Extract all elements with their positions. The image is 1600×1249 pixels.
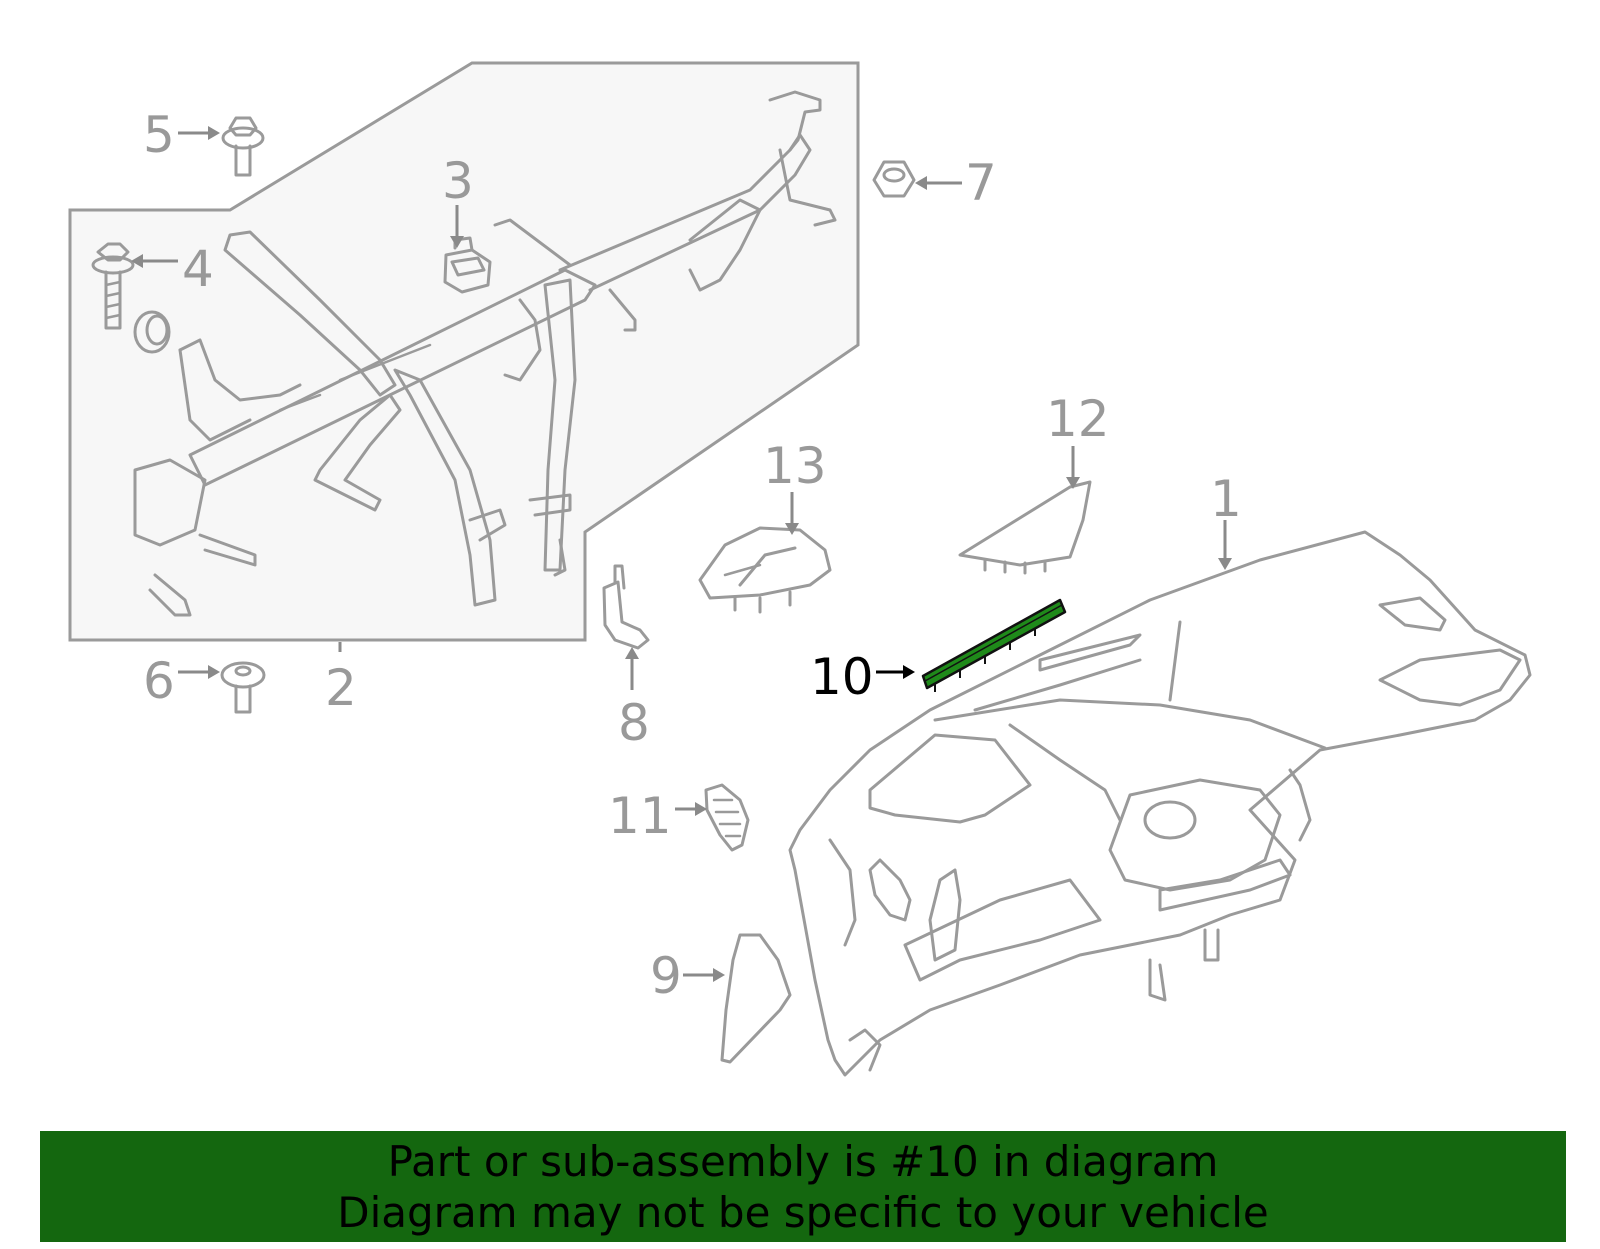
banner-line-2: Diagram may not be specific to your vehi… <box>337 1187 1269 1237</box>
callout-3: 3 <box>442 152 474 210</box>
callout-5: 5 <box>143 106 175 164</box>
callout-4: 4 <box>182 240 214 298</box>
beam-panel <box>68 61 860 642</box>
callout-11: 11 <box>608 787 672 845</box>
speaker-cover-part-13[interactable] <box>698 526 832 614</box>
callout-1: 1 <box>1210 470 1242 528</box>
banner-line-1: Part or sub-assembly is #10 in diagram <box>387 1136 1219 1186</box>
bolt-part-4[interactable] <box>91 242 135 330</box>
pin-part-6[interactable] <box>220 661 266 714</box>
instrument-panel-part-1[interactable] <box>788 530 1532 1077</box>
triangle-trim-part-12[interactable] <box>958 480 1092 575</box>
callout-9: 9 <box>650 947 682 1005</box>
callout-12: 12 <box>1046 390 1110 448</box>
nut-part-7[interactable] <box>872 160 916 198</box>
callout-8: 8 <box>618 694 650 752</box>
info-banner: Part or sub-assembly is #10 in diagram D… <box>40 1131 1566 1242</box>
bolt-part-5[interactable] <box>221 116 265 177</box>
bracket-part-8[interactable] <box>602 564 650 650</box>
leader-arrows <box>131 126 1232 982</box>
trim-panel-part-9[interactable] <box>720 933 792 1064</box>
callout-6: 6 <box>143 652 175 710</box>
callout-13: 13 <box>763 437 827 495</box>
callout-10: 10 <box>810 648 874 706</box>
callout-2: 2 <box>325 659 357 717</box>
vent-part-11[interactable] <box>704 783 750 852</box>
callout-7: 7 <box>965 154 997 212</box>
strip-part-10[interactable] <box>921 598 1067 692</box>
grommet <box>133 310 171 354</box>
cross-car-beam-part-2[interactable] <box>133 90 837 617</box>
